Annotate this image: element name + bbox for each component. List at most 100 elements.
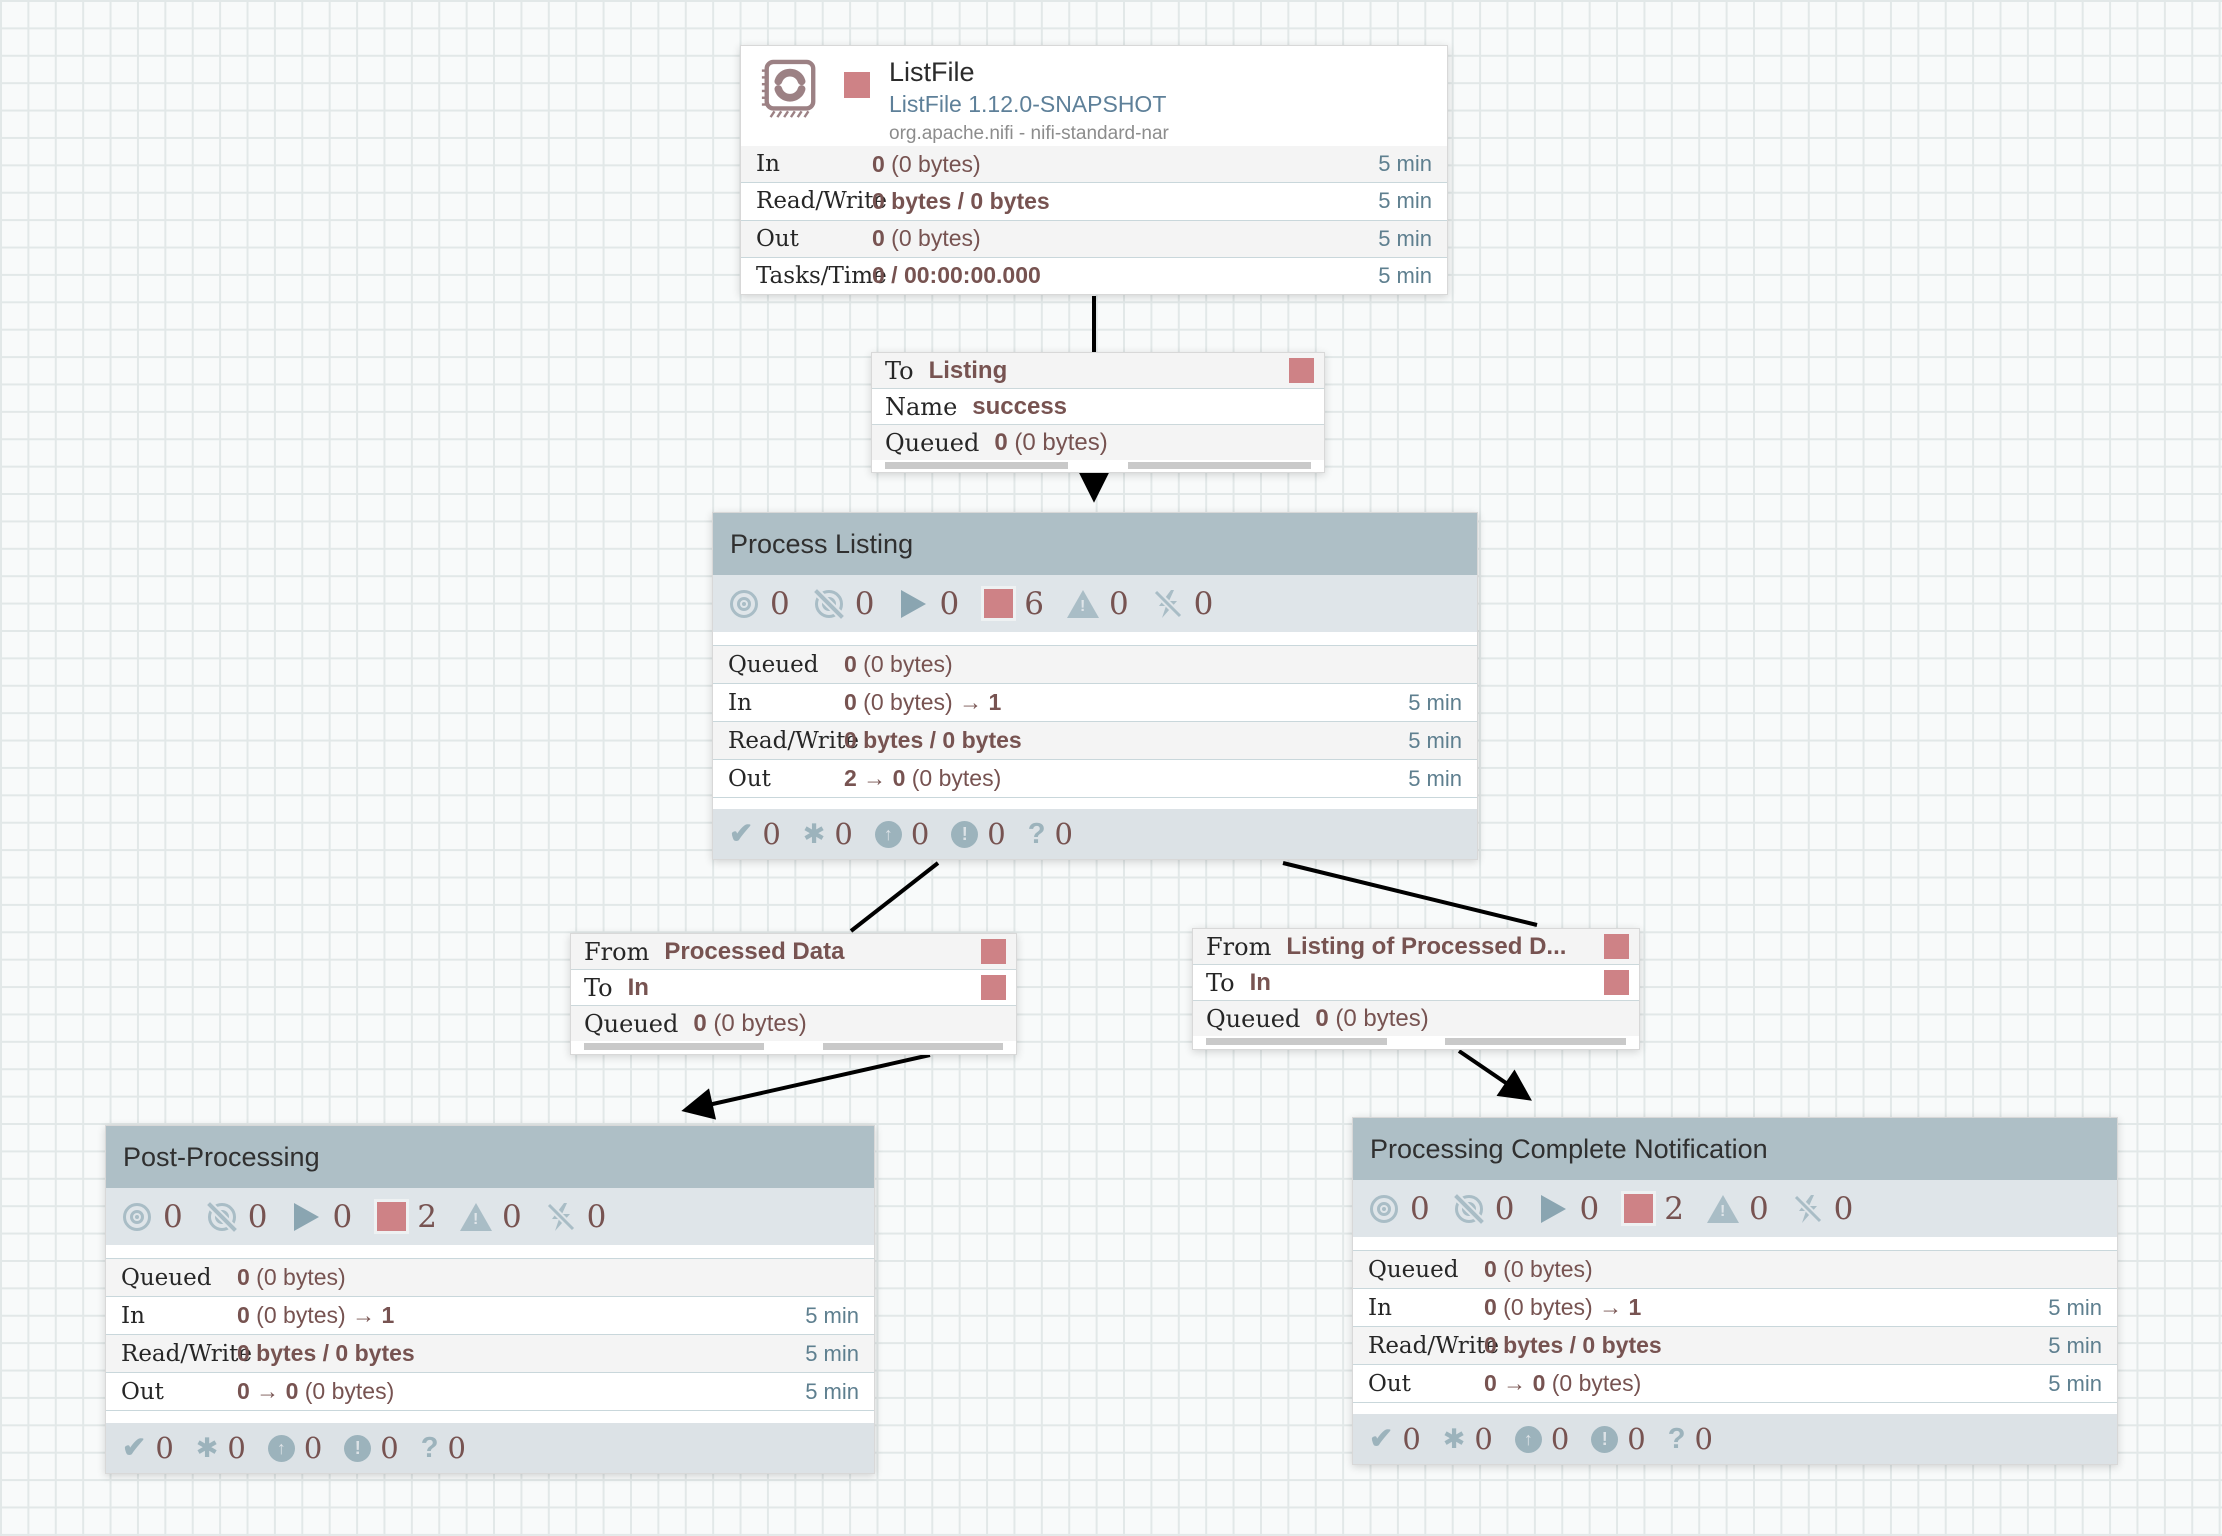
stat-row-queued: Queued 0 (0 bytes) (106, 1259, 874, 1296)
versioned-flow-state-row: ✔0 ✱0 ↑0 !0 ?0 (713, 809, 1477, 859)
stale-count: 0 (1550, 1422, 1570, 1456)
stat-value: 0 bytes / 0 bytes (844, 727, 1022, 753)
queue-size-bar (822, 1043, 1003, 1050)
queue-percent-bars (571, 1041, 1016, 1054)
stat-window: 5 min (2048, 1294, 2102, 1320)
connection-label-from-listing[interactable]: From Listing of Processed D... To In Que… (1192, 928, 1640, 1050)
process-group-header[interactable]: Processing Complete Notification (1353, 1118, 2117, 1180)
queue-count-bar (885, 462, 1069, 469)
processor-header: ListFile ListFile 1.12.0-SNAPSHOT org.ap… (741, 46, 1447, 146)
process-group-post-processing[interactable]: Post-Processing 0 0 0 2 !0 0 Queued 0 (0… (105, 1125, 875, 1474)
disabled-count: 0 (1193, 585, 1214, 622)
stat-row-in: In 0 (0 bytes) → 1 5 min (713, 683, 1477, 721)
stat-label: In (121, 1302, 145, 1329)
not-transmitting-icon (1453, 1193, 1484, 1224)
processor-listfile[interactable]: ListFile ListFile 1.12.0-SNAPSHOT org.ap… (740, 45, 1448, 295)
up-to-date-count: 0 (762, 817, 781, 851)
stat-window: 5 min (1378, 225, 1432, 251)
stat-label: In (756, 151, 780, 178)
stat-value: 0 → 0 (0 bytes) (237, 1378, 395, 1404)
stat-row-in: In 0 (0 bytes) → 1 5 min (106, 1296, 874, 1334)
locally-modified-count: 0 (1474, 1422, 1493, 1456)
up-to-date-count: 0 (1402, 1422, 1421, 1456)
connection-label-from-processed-data[interactable]: From Processed Data To In Queued 0 (0 by… (570, 933, 1017, 1055)
conn-row-queued: Queued 0 (0 bytes) (1193, 1000, 1639, 1036)
conn-row-value: success (972, 392, 1068, 420)
stat-value: 0 bytes / 0 bytes (872, 187, 1050, 214)
stat-window: 5 min (1408, 765, 1462, 791)
stat-row-in: In 0 (0 bytes) 5 min (741, 146, 1447, 183)
stat-label: Queued (728, 651, 819, 678)
invalid-count: 0 (1108, 585, 1129, 622)
transmitting-count: 0 (770, 585, 790, 622)
disabled-icon (1153, 589, 1183, 619)
stat-window: 5 min (1378, 262, 1432, 288)
processor-type-icon (761, 59, 816, 118)
stopped-state-icon (1604, 934, 1629, 959)
stale-icon: ↑ (874, 820, 902, 848)
stopped-state-icon (981, 939, 1006, 964)
locally-modified-count: 0 (834, 817, 853, 851)
sync-failure-count: 0 (447, 1431, 466, 1465)
stat-value: 0 / 00:00:00.000 (872, 262, 1041, 289)
disabled-count: 0 (586, 1198, 607, 1235)
stat-row-out: Out 0 → 0 (0 bytes) 5 min (106, 1372, 874, 1410)
conn-row-label: Queued (885, 428, 980, 457)
processor-bundle: org.apache.nifi - nifi-standard-nar (889, 123, 1169, 144)
stat-value: 0 (0 bytes) (237, 1264, 346, 1290)
stat-row-queued: Queued 0 (0 bytes) (713, 646, 1477, 683)
stopped-state-icon (1289, 358, 1314, 383)
stat-row-readwrite: Read/Write 0 bytes / 0 bytes 5 min (1353, 1326, 2117, 1364)
process-group-process-listing[interactable]: Process Listing 0 0 0 6 ! 0 0 Queued 0 (0… (712, 512, 1478, 860)
process-group-header[interactable]: Post-Processing (106, 1126, 874, 1188)
queue-size-bar (1127, 462, 1311, 469)
running-count: 0 (939, 585, 960, 622)
process-group-title: Process Listing (730, 528, 914, 559)
invalid-icon: ! (1706, 1194, 1739, 1224)
conn-row-name: Name success (872, 388, 1324, 424)
stat-window: 5 min (805, 1340, 859, 1366)
queue-percent-bars (1193, 1036, 1639, 1049)
locally-modified-and-stale-icon: ! (951, 820, 979, 848)
conn-row-value: 0 (0 bytes) (994, 428, 1108, 456)
conn-row-to: To In (571, 969, 1016, 1005)
not-transmitting-count: 0 (854, 585, 875, 622)
stale-count: 0 (910, 817, 930, 851)
stat-label: Out (756, 225, 799, 252)
transmitting-icon (729, 589, 759, 619)
component-state-row: 0 0 0 2 !0 0 (106, 1188, 874, 1245)
stopped-icon (1623, 1194, 1653, 1224)
conn-row-from: From Processed Data (571, 934, 1016, 969)
transmitting-icon (1369, 1194, 1399, 1224)
queue-size-bar (1445, 1038, 1626, 1045)
stat-window: 5 min (805, 1302, 859, 1328)
conn-row-value: Listing of Processed D... (1286, 932, 1567, 960)
stat-label: Out (121, 1378, 164, 1405)
stat-value: 0 (0 bytes) → 1 (237, 1302, 395, 1328)
locally-modified-count: 0 (227, 1431, 246, 1465)
component-state-row: 0 0 0 2 !0 0 (1353, 1180, 2117, 1237)
disabled-icon (546, 1202, 576, 1232)
disabled-icon (1793, 1194, 1823, 1224)
locally-modified-and-stale-icon: ! (1591, 1425, 1619, 1453)
running-icon (291, 1202, 321, 1232)
transmitting-count: 0 (1410, 1190, 1430, 1227)
locally-modified-and-stale-count: 0 (1627, 1422, 1646, 1456)
running-icon (898, 589, 928, 619)
stat-label: Tasks/Time (756, 262, 887, 289)
stat-value: 0 → 0 (0 bytes) (1484, 1370, 1642, 1396)
conn-row-value: In (1249, 968, 1271, 996)
connection-label-to-listing[interactable]: To Listing Name success Queued 0 (0 byte… (871, 352, 1325, 473)
sync-failure-icon: ? (1027, 817, 1046, 850)
conn-row-value: 0 (0 bytes) (1315, 1004, 1429, 1032)
up-to-date-count: 0 (155, 1431, 174, 1465)
stat-label: Out (728, 765, 771, 792)
stat-value: 0 (0 bytes) → 1 (1484, 1294, 1642, 1320)
process-group-header[interactable]: Process Listing (713, 513, 1477, 575)
conn-row-to: To Listing (872, 353, 1324, 388)
process-group-processing-complete-notification[interactable]: Processing Complete Notification 0 0 0 2… (1352, 1117, 2118, 1465)
stopped-count: 6 (1024, 585, 1044, 622)
locally-modified-icon: ✱ (802, 818, 826, 849)
stopped-icon (983, 589, 1013, 619)
